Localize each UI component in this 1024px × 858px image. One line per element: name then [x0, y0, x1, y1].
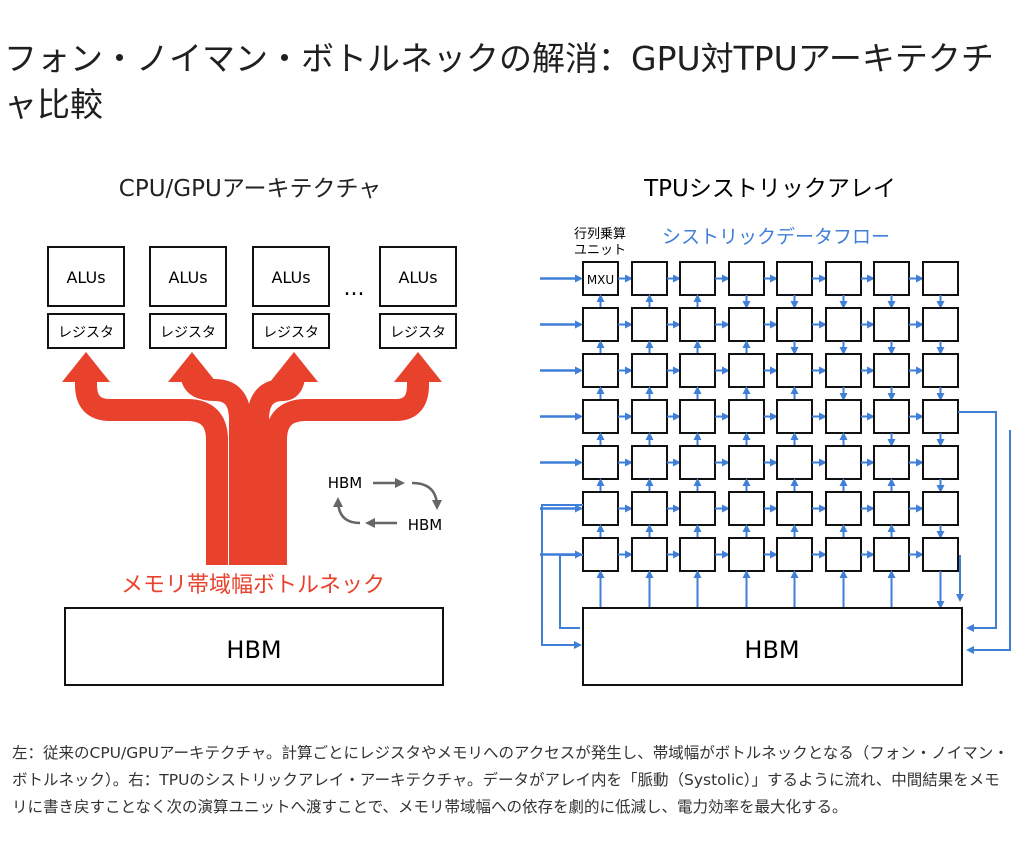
pe-cell	[582, 537, 619, 572]
pe-cell	[776, 353, 813, 388]
pe-cell	[728, 353, 765, 388]
left-hbm-box	[64, 607, 444, 686]
register-box	[379, 313, 457, 349]
pe-cell	[825, 307, 862, 342]
pe-cell	[679, 537, 716, 572]
pe-cell	[825, 445, 862, 480]
pe-cell	[825, 399, 862, 434]
cpu-gpu-heading: CPU/GPUアーキテクチャ	[119, 176, 381, 202]
pe-cell	[631, 491, 668, 526]
figure-caption: 左：従来のCPU/GPUアーキテクチャ。計算ごとにレジスタやメモリへのアクセスが…	[12, 744, 1009, 816]
register-label: レジスタ	[390, 325, 446, 341]
alu-label: ALUs	[66, 268, 105, 287]
pe-cell	[922, 307, 959, 342]
pe-cell	[631, 399, 668, 434]
alu-unit: ALUs レジスタ	[379, 246, 457, 349]
alu-unit: ALUs レジスタ	[252, 246, 330, 349]
mxu-caption: 行列乗算	[574, 227, 626, 242]
bottleneck-label: メモリ帯域幅ボトルネック	[121, 573, 385, 598]
pe-cell	[728, 307, 765, 342]
pe-cell	[582, 445, 619, 480]
alu-label: ALUs	[398, 268, 437, 287]
pe-cell	[776, 445, 813, 480]
pe-cell	[679, 307, 716, 342]
svg-text:HBM: HBM	[408, 516, 443, 534]
pe-cell	[631, 445, 668, 480]
tpu-heading: TPUシストリックアレイ	[643, 176, 896, 202]
svg-text:HBM: HBM	[328, 474, 363, 492]
pe-cell	[728, 491, 765, 526]
mxu-caption-2: ユニット	[574, 243, 626, 258]
pe-cell	[728, 399, 765, 434]
hbm-loop-icon: HBM HBM	[328, 474, 443, 534]
pe-cell	[776, 537, 813, 572]
pe-cell	[873, 307, 910, 342]
pe-cell	[631, 537, 668, 572]
alu-box	[47, 246, 125, 307]
pe-cell	[776, 261, 813, 296]
pe-cell	[873, 353, 910, 388]
pe-cell	[825, 537, 862, 572]
pe-cell	[728, 261, 765, 296]
pe-cell	[922, 399, 959, 434]
register-label: レジスタ	[58, 325, 114, 341]
bottleneck-arrows	[75, 374, 429, 565]
alu-unit: ALUs レジスタ	[47, 246, 125, 349]
pe-cell	[873, 261, 910, 296]
pe-cell	[728, 445, 765, 480]
pe-cell	[582, 491, 619, 526]
register-label: レジスタ	[263, 325, 319, 341]
pe-cell	[825, 353, 862, 388]
pe-cell	[776, 399, 813, 434]
pe-cell	[631, 261, 668, 296]
pe-cell	[825, 261, 862, 296]
pe-cell	[922, 261, 959, 296]
pe-cell	[922, 353, 959, 388]
register-box	[47, 313, 125, 349]
pe-cell	[679, 445, 716, 480]
register-box	[149, 313, 227, 349]
page-title: フォン・ノイマン・ボトルネックの解消：GPU対TPUアーキテクチャ比較	[4, 39, 994, 124]
architecture-diagram: CPU/GPUアーキテクチャ ALUsレジスタALUsレジスタALUsレジスタA…	[47, 176, 1011, 686]
pe-cell	[873, 399, 910, 434]
ellipsis: ...	[344, 276, 365, 301]
pe-cell	[922, 537, 959, 572]
pe-cell	[873, 445, 910, 480]
pe-cell	[776, 491, 813, 526]
pe-cell	[776, 307, 813, 342]
pe-cell	[582, 353, 619, 388]
pe-cell	[679, 261, 716, 296]
pe-cell	[873, 491, 910, 526]
alu-label: ALUs	[271, 268, 310, 287]
pe-cell	[631, 307, 668, 342]
pe-cell	[728, 537, 765, 572]
bottleneck-arrowheads	[62, 352, 442, 382]
register-box	[252, 313, 330, 349]
right-hbm-box	[582, 607, 963, 686]
pe-cell	[679, 491, 716, 526]
pe-cell	[582, 307, 619, 342]
mxu-label: MXU	[587, 273, 614, 287]
register-label: レジスタ	[160, 325, 216, 341]
alu-box	[252, 246, 330, 307]
pe-cell	[873, 537, 910, 572]
alu-label: ALUs	[168, 268, 207, 287]
pe-cell	[582, 399, 619, 434]
alu-box	[379, 246, 457, 307]
pe-cell	[922, 491, 959, 526]
pe-cell	[825, 491, 862, 526]
pe-cell	[679, 399, 716, 434]
pe-cell	[922, 445, 959, 480]
pe-cell	[679, 353, 716, 388]
alu-unit: ALUs レジスタ	[149, 246, 227, 349]
alu-box	[149, 246, 227, 307]
feedback-paths	[541, 411, 1011, 654]
left-hbm-label: HBM	[226, 636, 281, 664]
right-hbm-label: HBM	[744, 636, 799, 664]
systolic-flow-label: シストリックデータフロー	[662, 226, 890, 248]
pe-cell	[631, 353, 668, 388]
